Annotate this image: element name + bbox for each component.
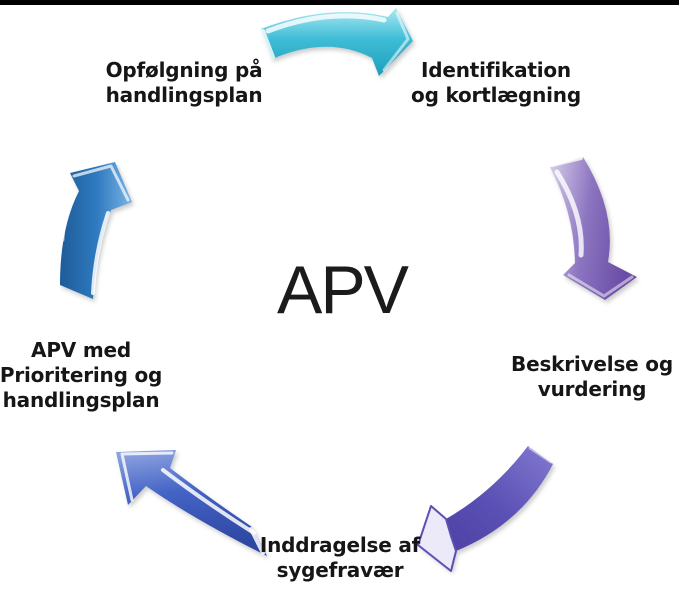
arrow-top bbox=[261, 8, 413, 76]
label-line: handlingsplan bbox=[105, 83, 263, 107]
label-line: Identifikation bbox=[421, 58, 571, 82]
step-label-inddragelse: Inddragelse af sygefravær bbox=[260, 533, 420, 583]
step-label-apv-plan: APV med Prioritering og handlingsplan bbox=[0, 338, 162, 413]
label-line: APV med bbox=[31, 338, 131, 362]
label-line: og kortlægning bbox=[411, 83, 581, 107]
label-line: vurdering bbox=[537, 377, 647, 401]
step-label-beskrivelse: Beskrivelse og vurdering bbox=[511, 352, 673, 402]
label-line: Prioritering og bbox=[0, 363, 163, 387]
arrow-bottom-left bbox=[116, 450, 267, 556]
label-line: Beskrivelse og bbox=[511, 352, 673, 376]
label-line: handlingsplan bbox=[2, 388, 160, 412]
center-label-apv: APV bbox=[276, 252, 409, 328]
step-label-opfolgning: Opfølgning på handlingsplan bbox=[106, 58, 263, 108]
label-line: Inddragelse af bbox=[259, 533, 421, 557]
arrow-left bbox=[60, 162, 132, 299]
arrow-right bbox=[550, 156, 637, 300]
step-label-identifikation: Identifikation og kortlægning bbox=[411, 58, 581, 108]
arrow-bottom-right-head bbox=[417, 505, 457, 572]
top-border bbox=[0, 0, 679, 5]
arrow-bottom-right bbox=[417, 446, 553, 572]
label-line: Opfølgning på bbox=[105, 58, 263, 82]
label-line: sygefravær bbox=[276, 558, 404, 582]
